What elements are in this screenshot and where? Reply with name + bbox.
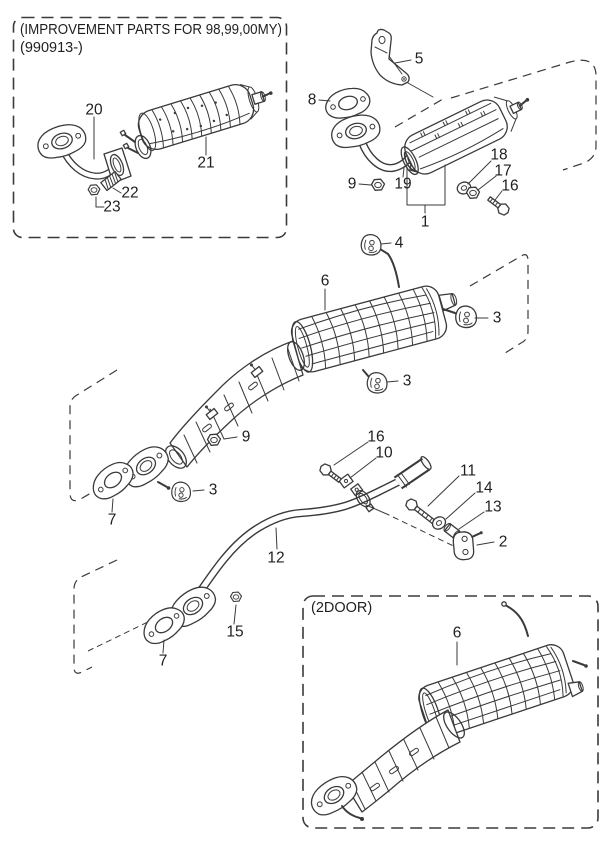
part-label-16-mid: 16	[367, 429, 384, 446]
part-label-14: 14	[475, 480, 493, 497]
part-label-16-top: 16	[501, 178, 518, 195]
converter-inlet-studs	[119, 129, 152, 160]
ghost-line-top	[394, 98, 444, 128]
nut-15	[229, 591, 243, 603]
align-line-dashed	[392, 516, 465, 552]
hanger-pin-flange	[157, 481, 168, 488]
hanger-pin-right-2door	[572, 660, 585, 666]
ghost-outline-bottom-left	[73, 559, 118, 674]
part-label-9-top: 9	[348, 176, 357, 193]
bracket-5	[370, 28, 434, 98]
two-door-box-border	[302, 595, 599, 829]
align-line-gasket	[87, 619, 153, 652]
part-label-4: 4	[395, 235, 404, 252]
improvement-box-border	[12, 16, 288, 239]
part-label-8: 8	[308, 92, 317, 109]
hanger-pin-bottom	[362, 369, 370, 378]
hanger-rod-bottom	[341, 805, 361, 819]
part-label-11: 11	[460, 463, 476, 480]
part-label-1: 1	[421, 214, 430, 231]
align-line-solid	[365, 504, 390, 516]
ghost-outline-top-right	[450, 59, 597, 171]
muffler-outlet-stub	[438, 292, 458, 312]
rubber-hanger-4	[360, 233, 382, 256]
part-label-17: 17	[494, 163, 511, 180]
tail-pipe-assembly	[73, 456, 483, 674]
part-label-7-lower: 7	[159, 653, 168, 670]
pipe-clamp	[350, 483, 375, 513]
hanger-rod-top	[504, 604, 529, 637]
improvement-box-caption-line1: (IMPROVEMENT PARTS FOR 98,99,00MY)	[20, 22, 282, 38]
part-label-23: 23	[103, 199, 120, 216]
spring-22	[100, 170, 122, 192]
two-door-muffler-6	[304, 601, 588, 822]
plate-10	[338, 473, 354, 489]
part-label-13: 13	[484, 499, 501, 516]
nut-9-mid	[206, 433, 222, 446]
rubber-mount-2	[452, 531, 483, 561]
front-pipe	[327, 109, 414, 173]
catalytic-converter-1	[400, 96, 530, 176]
part-label-2: 2	[499, 534, 508, 551]
part-label-19: 19	[394, 176, 411, 193]
nut-23	[87, 184, 101, 196]
part-label-6-2door: 6	[453, 625, 462, 642]
improvement-box-caption-line2: (990913-)	[20, 40, 83, 56]
rubber-hanger-3-bottom	[366, 371, 388, 394]
leader-lines	[93, 59, 503, 666]
two-door-box: (2DOOR)	[302, 595, 599, 829]
part-label-20: 20	[85, 102, 103, 119]
improvement-parts-box: (IMPROVEMENT PARTS FOR 98,99,00MY) (9909…	[12, 16, 288, 239]
part-callouts: 20 21 22 23 5 8 9 19 18 17 16 1 4 6 3 3 …	[85, 51, 518, 670]
catalytic-converter-21	[137, 83, 273, 152]
main-muffler-6	[286, 282, 451, 376]
nut-17	[465, 186, 481, 199]
hanger-pin-right	[442, 308, 456, 314]
callout-bracket-1	[406, 164, 446, 214]
part-label-10: 10	[375, 445, 393, 462]
rubber-hanger-3-mid	[171, 481, 192, 503]
rubber-hanger-3-right	[455, 305, 478, 329]
bolt-16-top	[485, 193, 512, 218]
part-label-12: 12	[267, 550, 284, 567]
nut-9-front	[370, 178, 386, 191]
muffler-inlet-pipe	[164, 340, 305, 469]
part-label-7-upper: 7	[108, 512, 117, 529]
two-door-caption: (2DOOR)	[311, 600, 372, 616]
front-exhaust-assembly	[321, 28, 597, 218]
part-label-18: 18	[490, 147, 507, 164]
tail-pipe-12	[193, 456, 432, 599]
ghost-outline-mid-right	[469, 254, 529, 356]
part-label-3-bottom: 3	[403, 373, 412, 390]
part-label-3-mid: 3	[209, 482, 218, 499]
part-label-3-right: 3	[493, 310, 502, 327]
part-label-15: 15	[226, 624, 243, 641]
hanger-rod-4	[379, 248, 400, 288]
main-muffler-assembly	[69, 233, 529, 506]
bolt-16-mid	[317, 461, 344, 486]
part-label-5: 5	[415, 51, 424, 68]
part-label-22: 22	[121, 185, 138, 202]
ghost-outline-mid-left	[69, 369, 118, 502]
part-label-6-main: 6	[321, 273, 330, 290]
part-label-21: 21	[197, 155, 214, 172]
part-label-9-mid: 9	[242, 429, 251, 446]
